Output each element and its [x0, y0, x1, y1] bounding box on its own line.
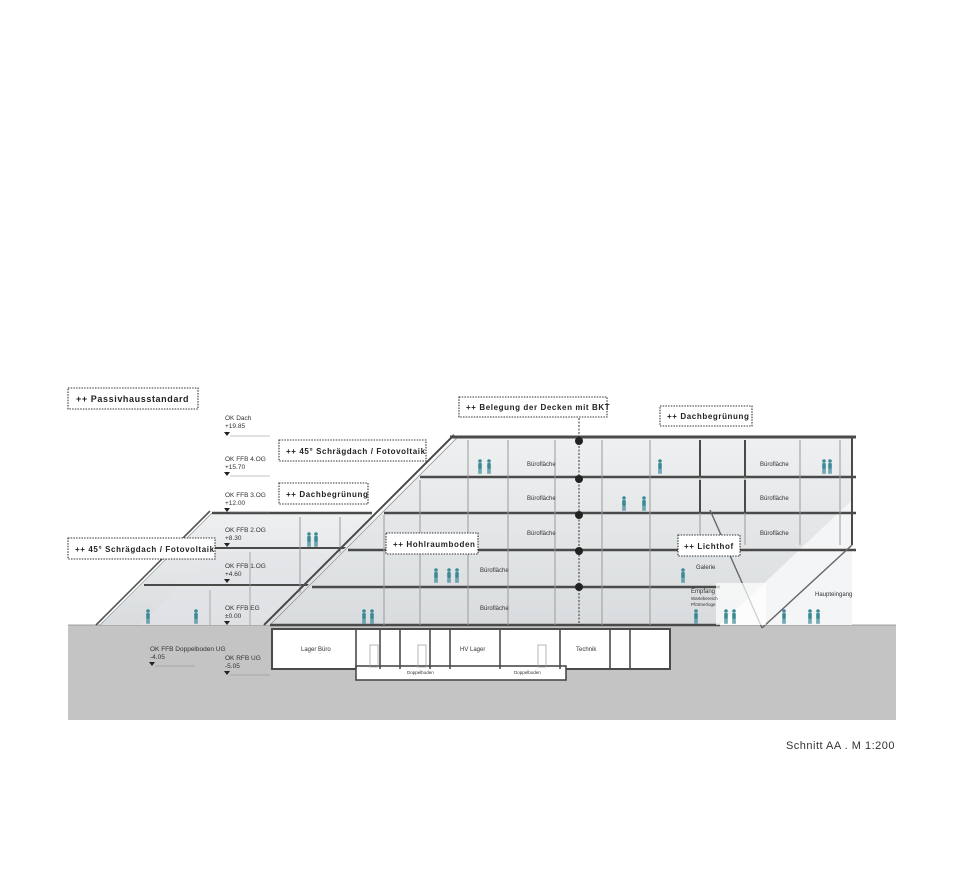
callout-schraegdach-left: ++ 45° Schrägdach / Fotovoltaik — [67, 537, 216, 560]
callout-passivhaus-label: ++ Passivhausstandard — [76, 394, 189, 404]
room-empfang-pfoertnerloge: Pförtnerloge — [691, 602, 716, 607]
level-name: OK FFB 4.OG — [225, 456, 266, 463]
level-1og: OK FFB 1.OG +4.60 — [224, 563, 266, 583]
level-2og: OK FFB 2.OG +8.30 — [224, 527, 266, 547]
level-name: OK FFB 1.OG — [225, 563, 266, 570]
level-value: ±0.00 — [225, 613, 242, 620]
callout-lichthof: ++ Lichthof — [677, 534, 741, 557]
callout-dachbegruenung-mid: ++ Dachbegrünung — [278, 482, 369, 505]
callout-passivhaus: ++ Passivhausstandard — [67, 387, 199, 410]
callout-dachbegruenung-right: ++ Dachbegrünung — [659, 405, 753, 427]
room-galerie: Galerie — [696, 565, 716, 571]
level-value: +12.00 — [225, 500, 245, 507]
level-eg: OK FFB EG ±0.00 — [224, 605, 260, 625]
callout-lichthof-label: ++ Lichthof — [684, 542, 734, 551]
level-4og: OK FFB 4.OG +15.70 — [224, 456, 270, 477]
room-doppelboden-2: Doppelboden — [514, 670, 541, 675]
room-buero-2og-a: Bürofläche — [527, 531, 556, 537]
bkt-indicator — [575, 418, 583, 625]
room-buero-4og-b: Bürofläche — [760, 462, 789, 468]
level-name: OK RFB UG — [225, 655, 261, 662]
level-name: OK FFB 2.OG — [225, 527, 266, 534]
level-3og: OK FFB 3.OG +12.00 — [224, 492, 270, 513]
level-doppelboden-ug: OK FFB Doppelboden UG -4.05 — [149, 646, 226, 667]
drawing-caption: Schnitt AA . M 1:200 — [786, 740, 895, 752]
callout-schraegdach-upper: ++ 45° Schrägdach / Fotovoltaik — [278, 439, 427, 462]
level-value: +15.70 — [225, 464, 245, 471]
room-hv-lager: HV Lager — [460, 647, 485, 653]
main-building — [263, 434, 856, 629]
room-doppelboden-1: Doppelboden — [407, 670, 434, 675]
room-lager-buero: Lager Büro — [301, 647, 331, 653]
level-name: OK FFB 3.OG — [225, 492, 266, 499]
level-ok-dach: OK Dach +19.85 — [224, 415, 270, 437]
level-value: +19.85 — [225, 423, 245, 430]
basement — [271, 628, 671, 681]
level-rfb-ug: OK RFB UG -5.05 — [224, 655, 270, 676]
room-labels: Bürofläche Bürofläche Bürofläche Büroflä… — [301, 462, 852, 675]
callout-schraegdach-upper-label: ++ 45° Schrägdach / Fotovoltaik — [286, 447, 426, 456]
level-value: -4.05 — [150, 654, 165, 661]
level-value: +4.60 — [225, 571, 242, 578]
room-buero-1og: Bürofläche — [480, 568, 509, 574]
callouts: ++ Passivhausstandard ++ Belegung der De… — [67, 387, 753, 560]
callout-hohlraumboden-label: ++ Hohlraumboden — [393, 540, 476, 549]
room-buero-2og-b: Bürofläche — [760, 531, 789, 537]
room-buero-3og-a: Bürofläche — [527, 496, 556, 502]
room-haupteingang: Haupteingang — [815, 592, 852, 598]
callout-bkt-label: ++ Belegung der Decken mit BKT — [466, 403, 610, 412]
room-empfang: Empfang — [691, 589, 715, 595]
level-name: OK FFB EG — [225, 605, 260, 612]
callout-hohlraumboden: ++ Hohlraumboden — [385, 532, 479, 555]
room-technik: Technik — [576, 647, 597, 653]
level-name: OK FFB Doppelboden UG — [150, 646, 226, 653]
room-buero-eg: Bürofläche — [480, 606, 509, 612]
room-buero-4og-a: Bürofläche — [527, 462, 556, 468]
callout-dachbegruenung-right-label: ++ Dachbegrünung — [667, 412, 750, 421]
room-empfang-wartebereich: Wartebereich — [691, 596, 718, 601]
callout-dachbegruenung-mid-label: ++ Dachbegrünung — [286, 490, 369, 499]
callout-bkt: ++ Belegung der Decken mit BKT — [458, 396, 610, 418]
callout-schraegdach-left-label: ++ 45° Schrägdach / Fotovoltaik — [75, 545, 215, 554]
level-value: +8.30 — [225, 535, 242, 542]
level-value: -5.05 — [225, 663, 240, 670]
level-markers: OK Dach +19.85 OK FFB 4.OG +15.70 OK FFB… — [149, 415, 270, 676]
level-name: OK Dach — [225, 415, 252, 422]
room-buero-3og-b: Bürofläche — [760, 496, 789, 502]
